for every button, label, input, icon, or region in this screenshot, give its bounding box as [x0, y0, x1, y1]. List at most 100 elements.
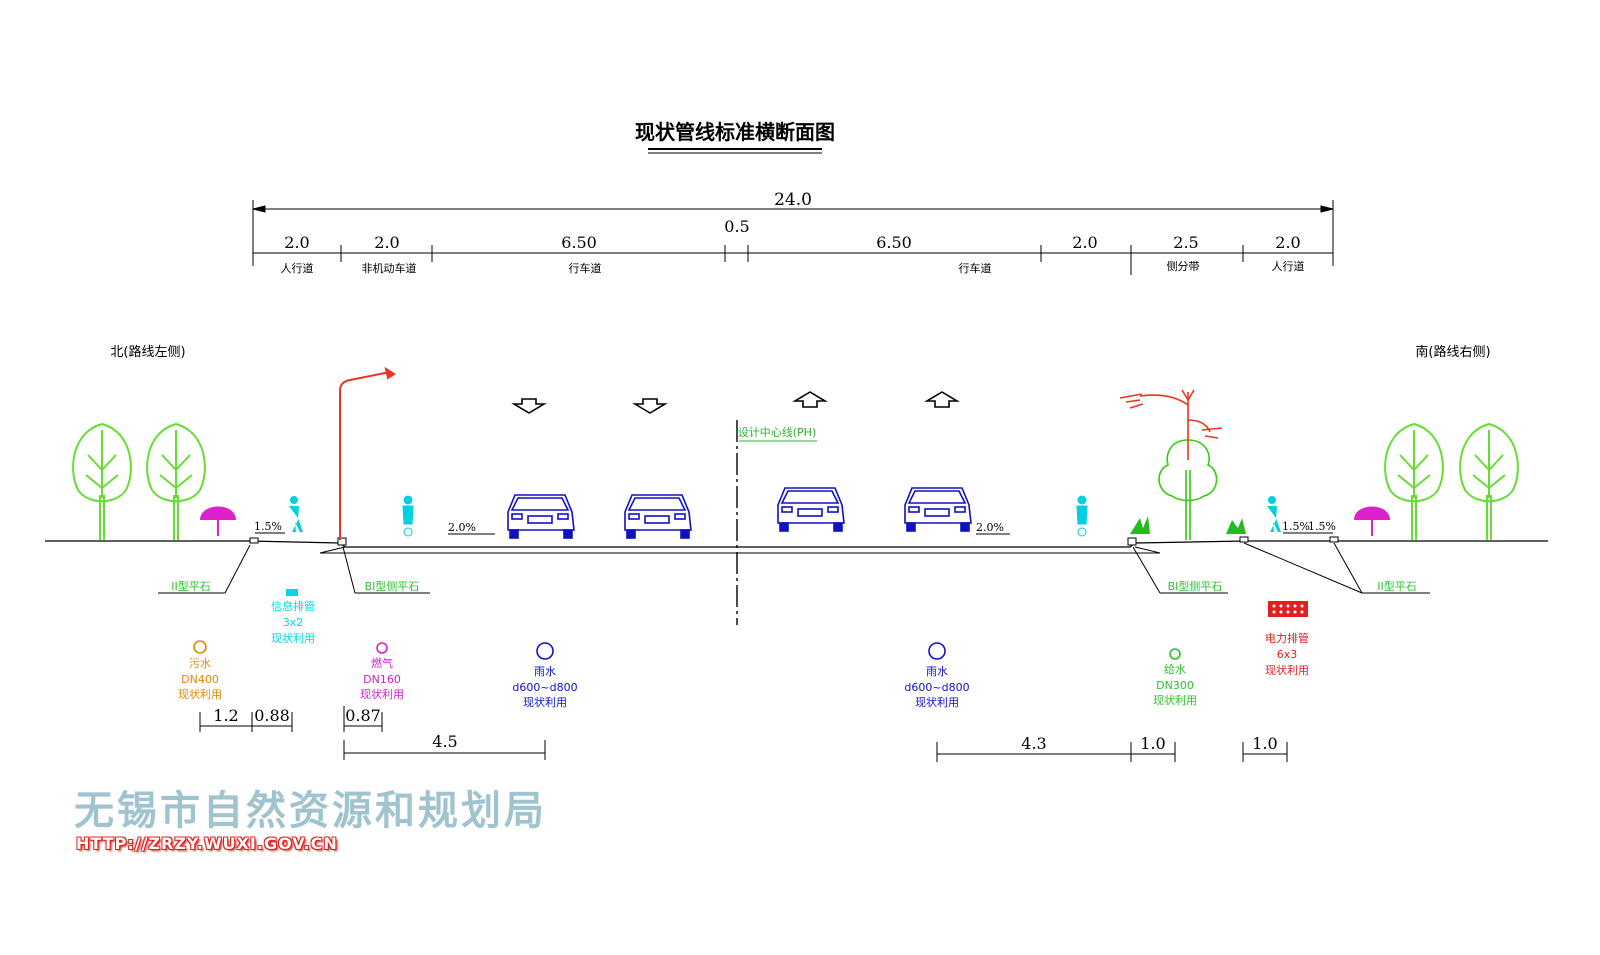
pipe-label: 电力排管	[1265, 631, 1309, 645]
side-right-label: 南(路线右侧)	[1415, 344, 1490, 360]
pipe-label: DN400	[181, 673, 219, 686]
watermark-text: 无锡市自然资源和规划局	[74, 787, 547, 834]
curb-block	[249, 537, 259, 544]
pipe-label: d600~d800	[512, 681, 577, 694]
slope-markers: 1.5% 2.0% 2.0% 1.5% 1.5%	[254, 520, 1336, 535]
curb-block	[1127, 537, 1137, 546]
cyclist-icon	[1076, 495, 1088, 537]
total-dimension	[252, 200, 1334, 266]
arrow-down-icon	[511, 398, 547, 414]
segment-width: 6.50	[876, 233, 912, 252]
gas-pipe-symbol	[376, 642, 388, 654]
pipe-label: 雨水	[926, 665, 948, 678]
pedestrian-icon	[1267, 496, 1281, 532]
curb-block	[337, 537, 347, 546]
arrow-up-icon	[792, 391, 828, 408]
shrub-icon	[200, 506, 236, 536]
pipe-label: 污水	[189, 657, 211, 670]
car-icon	[624, 494, 692, 539]
street-lamp-icon	[339, 366, 396, 540]
drawing-title: 现状管线标准横断面图	[635, 120, 835, 144]
pipe-label: 现状利用	[271, 631, 315, 645]
segment-label: 人行道	[281, 261, 314, 275]
segment-width: 2.0	[1072, 233, 1097, 252]
slope-label: 1.5%	[1308, 520, 1336, 533]
car-icon	[777, 487, 845, 532]
side-left-label: 北(路线左侧)	[110, 344, 185, 360]
segment-label: 非机动车道	[362, 261, 417, 275]
slope-label: 1.5%	[254, 520, 282, 533]
rain-pipe-symbol	[928, 642, 946, 660]
bottom-dimension-label: 1.0	[1140, 734, 1165, 753]
pipe-label: 现状利用	[1265, 663, 1309, 677]
tree-icon	[146, 422, 206, 540]
pipe-label: 现状利用	[915, 695, 959, 709]
bottom-dimension-label: 0.87	[345, 706, 381, 725]
pipe-label: 现状利用	[178, 687, 222, 701]
pipe-label: 雨水	[534, 665, 556, 678]
curb-block	[1239, 536, 1249, 543]
bottom-dimension-label: 4.3	[1021, 734, 1046, 753]
cyclist-icon	[402, 495, 414, 537]
tree-icon	[1459, 422, 1519, 540]
curb-label: II型平石	[1377, 579, 1417, 593]
segment-label: 行车道	[569, 261, 602, 275]
callout-leader	[224, 544, 251, 594]
segment-width: 6.50	[561, 233, 597, 252]
callout-leader	[1132, 546, 1161, 594]
callout-leader	[342, 546, 356, 594]
telecom-duct-symbol	[286, 589, 298, 596]
pipe-label: 给水	[1164, 663, 1186, 676]
total-width-label: 24.0	[774, 190, 812, 210]
curb-label: II型平石	[171, 579, 211, 593]
pipe-label: 现状利用	[1153, 693, 1197, 707]
median-tree-icon	[1158, 439, 1218, 540]
watermark-url: HTTP://ZRZY.WUXI.GOV.CN	[76, 834, 338, 853]
car-icon	[507, 494, 575, 539]
bottom-dimension-label: 0.88	[254, 706, 290, 725]
pipe-label: 3x2	[283, 616, 304, 629]
arrow-down-icon	[632, 398, 668, 414]
sewage-pipe-symbol	[193, 640, 207, 654]
segment-label: 人行道	[1272, 259, 1305, 273]
street-lamp-icon	[1119, 389, 1223, 460]
pipe-label: 燃气	[371, 656, 393, 670]
pedestrian-icon	[289, 496, 303, 532]
shrub-icon	[1354, 506, 1390, 536]
curb-block	[1329, 536, 1339, 543]
pipe-label: 现状利用	[360, 687, 404, 701]
pipe-label: 6x3	[1277, 648, 1298, 661]
segment-dimension-line	[253, 245, 1333, 275]
water-pipe-symbol	[1169, 648, 1181, 660]
road-surface	[45, 540, 1548, 554]
pipe-label: 现状利用	[523, 695, 567, 709]
segment-label: 侧分带	[1167, 260, 1200, 273]
tree-icon	[1384, 422, 1444, 540]
callout-leader	[1333, 542, 1363, 594]
pipe-label: DN300	[1156, 679, 1194, 692]
rain-pipe-symbol	[536, 642, 554, 660]
segment-width: 0.5	[724, 217, 749, 236]
segment-width: 2.0	[374, 233, 399, 252]
segment-width: 2.0	[284, 233, 309, 252]
bottom-dimension-label: 1.2	[213, 706, 238, 725]
slope-label: 2.0%	[448, 521, 476, 534]
bottom-dimension-lines	[199, 706, 1288, 762]
car-icon	[904, 487, 972, 532]
segment-label: 行车道	[959, 261, 992, 275]
bottom-dimension-label: 1.0	[1252, 734, 1277, 753]
pipe-label: DN160	[363, 673, 401, 686]
curb-label: BI型侧平石	[365, 579, 420, 593]
segment-width: 2.5	[1173, 233, 1198, 252]
curb-label: BI型侧平石	[1168, 579, 1223, 593]
pipe-label: 信息排管	[271, 599, 315, 613]
segment-width: 2.0	[1275, 233, 1300, 252]
callout-leader	[1243, 542, 1363, 594]
pipe-label: d600~d800	[904, 681, 969, 694]
slope-label: 1.5%	[1282, 520, 1310, 533]
arrow-up-icon	[924, 391, 960, 408]
power-duct-symbol	[1268, 601, 1308, 617]
centerline-label: 设计中心线(PH)	[738, 425, 817, 439]
slope-label: 2.0%	[976, 521, 1004, 534]
